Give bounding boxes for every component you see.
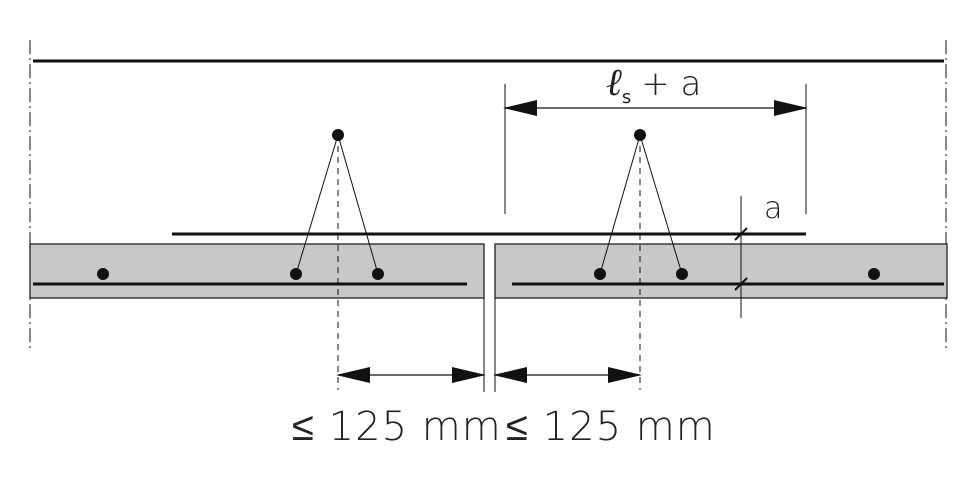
right-chair-leg-2: [639, 134, 683, 275]
bar-dot-2: [290, 268, 302, 280]
left-chair-leg-2: [337, 134, 379, 275]
left-limit-label: ≤ 125 mm: [292, 404, 502, 450]
bar-dot-1: [97, 268, 109, 280]
bar-dot-5: [676, 268, 688, 280]
right-chair-leg-1: [599, 134, 641, 275]
lap-length-label: ℓs+ a: [606, 60, 701, 108]
right-limit-label: ≤ 125 mm: [506, 404, 716, 450]
offset-tick-top: [734, 227, 748, 241]
left-chair-leg-1: [295, 134, 339, 275]
bar-dot-6: [868, 268, 880, 280]
offset-tick-bottom: [734, 277, 748, 291]
right-chair-top-dot: [634, 129, 646, 141]
right-slab: [494, 243, 948, 299]
offset-label: a: [764, 191, 782, 226]
left-chair-top-dot: [332, 129, 344, 141]
bar-dot-4: [594, 268, 606, 280]
bar-dot-3: [372, 268, 384, 280]
